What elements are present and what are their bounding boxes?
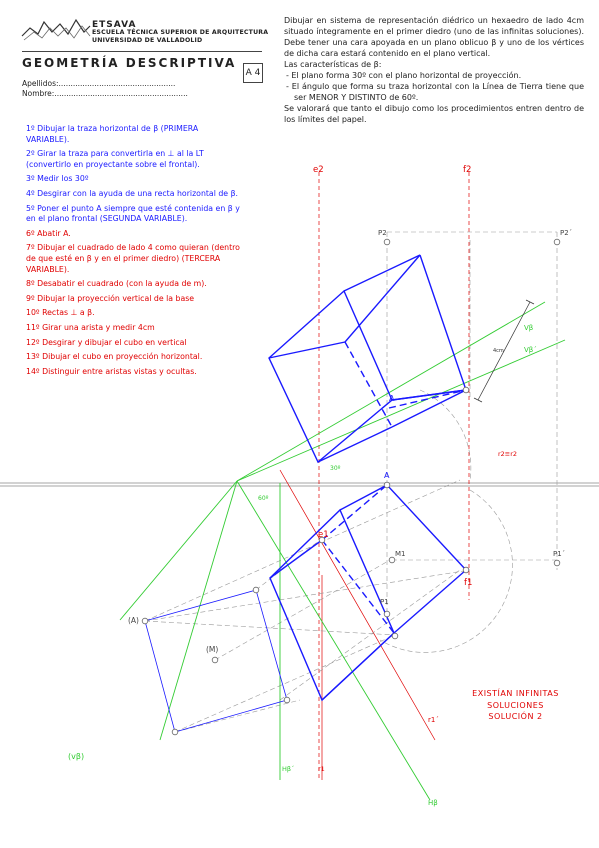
statement-features-title: Las características de β: (284, 60, 382, 69)
construction-points (141, 238, 561, 736)
label-a-abated: (A) (128, 616, 139, 625)
school-line2: UNIVERSIDAD DE VALLADOLID (92, 36, 203, 44)
etsava-logo (21, 18, 91, 41)
label-hbp: Hβ´ (282, 765, 294, 773)
step-item: 3º Medir los 30º (26, 174, 89, 184)
step-item: 8º Desabatir el cuadrado (con la ayuda d… (26, 279, 207, 289)
sheet-number: A 4 (243, 63, 263, 83)
solution-note: EXISTÍAN INFINITAS SOLUCIONES SOLUCIÓN 2 (448, 688, 583, 723)
dimension-4cm (473, 299, 535, 403)
label-e2: e2 (313, 165, 324, 175)
step-item: 5º Poner el punto A siempre que esté con… (26, 203, 240, 224)
step-item: 9º Dibujar la proyección vertical de la … (26, 293, 195, 303)
statement-feature2: - El ángulo que forma su traza horizonta… (286, 82, 584, 102)
label-a-vertical: A (389, 394, 395, 403)
label-m1: M1 (395, 550, 406, 558)
label-p2: P2 (378, 229, 387, 237)
step-item: 4º Desgirar con la ayuda de una recta ho… (26, 188, 239, 198)
subject-title: GEOMETRÍA DESCRIPTIVA (22, 56, 237, 70)
note-line3: SOLUCIÓN 2 (488, 712, 543, 721)
label-f2: f2 (463, 165, 471, 175)
label-e1: e1 (318, 530, 329, 540)
cube-vertical-projection (268, 254, 467, 464)
label-m-abated: (M) (206, 645, 218, 654)
step-item: 2º Girar la traza para convertirla en ⊥ … (26, 149, 204, 169)
step-item: 10º Rectas ⊥ a β. (26, 308, 95, 318)
steps-list: 1º Dibujar la traza horizontal de β (PRI… (26, 124, 244, 381)
school-line1: ESCUELA TÉCNICA SUPERIOR DE ARQUITECTURA (92, 29, 269, 37)
green-traces (119, 301, 566, 801)
r1-prime-line (279, 469, 436, 741)
step-item: 13º Dibujar el cubo en proyección horizo… (26, 352, 203, 362)
label-p1p: P1´ (553, 550, 565, 558)
drawing-labels: e2 f2 P2 P2´ Vβ Vβ´ 4cm A r2≡r2 30º 60º … (68, 165, 572, 807)
surname-field: Apellidos:..............................… (22, 79, 176, 88)
label-f1: f1 (464, 578, 472, 588)
label-r2: r2≡r2 (498, 450, 517, 458)
label-a-horizontal: A (384, 471, 390, 480)
label-hb: Hβ (428, 799, 438, 807)
note-line1: EXISTÍAN INFINITAS (472, 689, 559, 698)
step-item: 14º Distinguir entre aristas vistas y oc… (26, 366, 197, 376)
name-field: Nombre:.................................… (22, 89, 188, 98)
label-vb: Vβ (524, 324, 533, 332)
label-vb-abated: (vβ) (68, 752, 84, 761)
label-angle30: 30º (330, 465, 341, 472)
label-p2p: P2´ (560, 229, 572, 237)
statement-intro: Dibujar en sistema de representación dié… (284, 16, 584, 58)
problem-statement: Dibujar en sistema de representación dié… (284, 15, 584, 125)
label-r1-prime: r1´ (428, 716, 439, 724)
label-angle60: 60º (258, 495, 269, 502)
step-item: 11º Girar una arista y medir 4cm (26, 322, 155, 332)
label-p1: P1 (380, 598, 389, 606)
statement-feature1: - El plano forma 30º con el plano horizo… (286, 71, 522, 80)
school-name: ETSAVA ESCUELA TÉCNICA SUPERIOR DE ARQUI… (92, 20, 269, 44)
label-vbp: Vβ´ (524, 346, 537, 354)
step-item: 6º Abatir A. (26, 228, 71, 238)
step-item: 12º Desgirar y dibujar el cubo en vertic… (26, 337, 187, 347)
label-4cm: 4cm (493, 348, 504, 354)
school-abbr: ETSAVA (92, 20, 137, 30)
label-r1: r1 (318, 765, 325, 773)
cube-horizontal-projection (269, 484, 467, 702)
construction-lines (144, 231, 558, 733)
note-line2: SOLUCIONES (487, 700, 544, 710)
step-item: 7º Dibujar el cuadrado de lado 4 como qu… (26, 243, 240, 274)
statement-closing: Se valorará que tanto el dibujo como los… (284, 104, 584, 124)
step-item: 1º Dibujar la traza horizontal de β (PRI… (26, 124, 199, 144)
header-rule (22, 51, 262, 52)
